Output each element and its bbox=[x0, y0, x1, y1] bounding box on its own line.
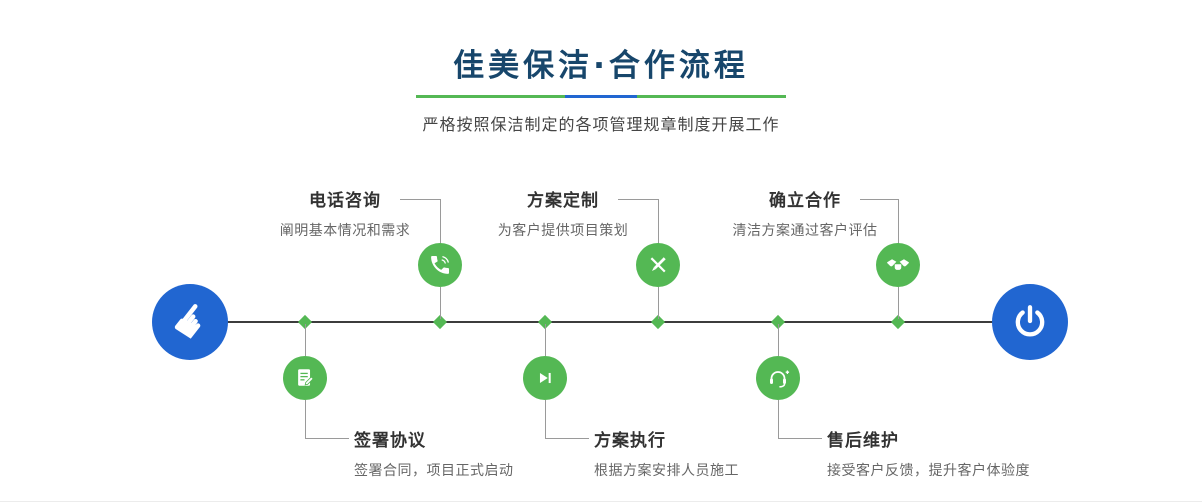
step-desc: 为客户提供项目策划 bbox=[497, 223, 629, 239]
connector-line bbox=[545, 324, 546, 356]
step-label-phone: 电话咨询 阐明基本情况和需求 bbox=[260, 186, 430, 240]
step-circle-execute bbox=[523, 356, 567, 400]
connector-line bbox=[440, 287, 441, 319]
step-title: 确立合作 bbox=[769, 191, 841, 211]
step-title: 售后维护 bbox=[827, 431, 899, 451]
label-connector bbox=[305, 400, 306, 438]
title-underline bbox=[416, 95, 786, 98]
label-connector bbox=[545, 400, 546, 438]
timeline-end-circle bbox=[992, 284, 1068, 360]
step-desc: 清洁方案通过客户评估 bbox=[732, 223, 878, 239]
page-title: 佳美保洁·合作流程 bbox=[453, 48, 749, 84]
execute-icon bbox=[539, 372, 551, 384]
step-label-contract: 签署协议 签署合同，项目正式启动 bbox=[354, 426, 514, 480]
underline-left-segment bbox=[416, 95, 565, 98]
connector-line bbox=[778, 324, 779, 356]
page-subtitle: 严格按照保洁制定的各项管理规章制度开展工作 bbox=[422, 115, 780, 134]
handshake-icon bbox=[887, 259, 909, 270]
step-label-service: 售后维护 接受客户反馈，提升客户体验度 bbox=[827, 426, 1030, 480]
step-circle-service bbox=[756, 356, 800, 400]
step-label-handshake: 确立合作 清洁方案通过客户评估 bbox=[716, 186, 894, 240]
timeline-start-circle: ☛ bbox=[152, 284, 228, 360]
step-title: 方案定制 bbox=[527, 191, 599, 211]
timeline-line bbox=[190, 321, 1030, 323]
label-connector bbox=[898, 199, 899, 244]
step-label-design: 方案定制 为客户提供项目策划 bbox=[478, 186, 648, 240]
step-desc: 阐明基本情况和需求 bbox=[279, 223, 411, 239]
service-icon bbox=[770, 370, 790, 388]
connector-line bbox=[305, 324, 306, 356]
step-circle-contract bbox=[283, 356, 327, 400]
label-connector bbox=[440, 199, 441, 244]
step-desc: 接受客户反馈，提升客户体验度 bbox=[827, 463, 1030, 479]
step-title: 签署协议 bbox=[354, 431, 426, 451]
phone-icon bbox=[431, 256, 449, 274]
step-title: 电话咨询 bbox=[309, 191, 381, 211]
label-connector bbox=[658, 199, 659, 244]
label-connector bbox=[400, 199, 440, 200]
step-desc: 签署合同，项目正式启动 bbox=[354, 463, 514, 479]
step-circle-handshake bbox=[876, 243, 920, 287]
label-connector bbox=[618, 199, 658, 200]
label-connector bbox=[778, 400, 779, 438]
step-title: 方案执行 bbox=[594, 431, 666, 451]
connector-line bbox=[658, 287, 659, 319]
underline-center-segment bbox=[565, 95, 637, 98]
label-connector bbox=[305, 438, 349, 439]
power-icon bbox=[1015, 305, 1045, 337]
connector-line bbox=[898, 287, 899, 319]
step-label-execute: 方案执行 根据方案安排人员施工 bbox=[594, 426, 739, 480]
label-connector bbox=[860, 199, 898, 200]
label-connector bbox=[545, 438, 589, 439]
pointer-hand-icon: ☛ bbox=[160, 290, 225, 353]
design-icon bbox=[650, 257, 666, 273]
step-circle-design bbox=[636, 243, 680, 287]
step-circle-phone bbox=[418, 243, 462, 287]
step-desc: 根据方案安排人员施工 bbox=[594, 463, 739, 479]
underline-right-segment bbox=[637, 95, 786, 98]
contract-icon bbox=[298, 369, 314, 386]
label-connector bbox=[778, 438, 822, 439]
